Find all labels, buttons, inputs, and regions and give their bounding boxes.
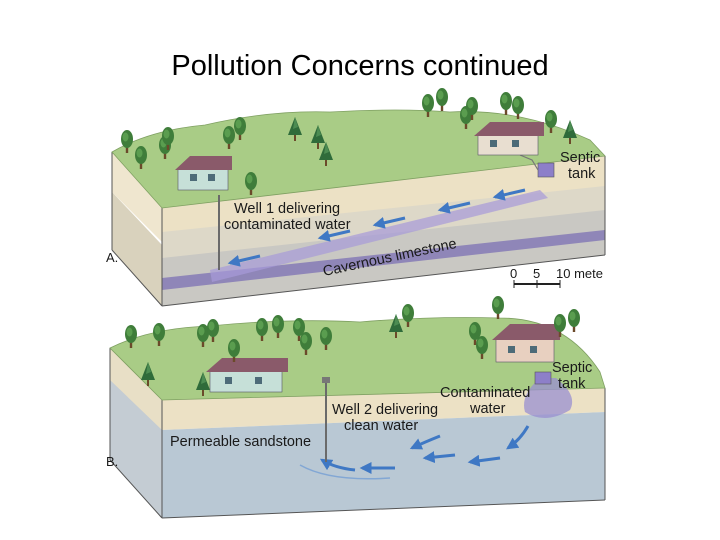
panel-b-side-soil — [110, 348, 162, 430]
panel-a-septic-label-2: tank — [568, 166, 596, 182]
panel-a-flow-arrows — [227, 188, 526, 267]
panel-a-contamination-plume — [210, 190, 548, 282]
panel-a-house-right — [474, 122, 544, 156]
scale-tick-0: 0 — [510, 266, 517, 281]
panel-a-soil-layer — [112, 152, 162, 242]
panel-b-well-label-2: clean water — [344, 418, 418, 434]
panel-a-house-left — [175, 156, 232, 191]
panel-a-septic-tank — [537, 162, 555, 178]
panel-b-house-right — [492, 324, 560, 363]
panel-a-well-label-2: contaminated water — [224, 217, 351, 233]
panel-a-well-label-1: Well 1 delivering — [234, 201, 340, 217]
scale-tick-10: 10 mete — [556, 266, 603, 281]
panel-b-clean-water-zone — [299, 464, 391, 480]
panel-b-well-label-1: Well 2 delivering — [332, 402, 438, 418]
panel-b-contamination-plume — [524, 378, 573, 419]
panel-b-contaminated-label-2: water — [469, 401, 506, 417]
panel-a-limestone-band — [162, 230, 605, 290]
panel-a: Septic tank Well 1 delivering contaminat… — [106, 88, 606, 307]
panel-b-flow-arrows — [319, 425, 530, 474]
panel-b-septic-label-2: tank — [558, 376, 586, 392]
panel-a-septic-label-1: Septic — [560, 150, 600, 166]
panel-a-side-lower — [112, 192, 162, 306]
panel-b-septic-label-1: Septic — [552, 360, 592, 376]
panel-b-house-left — [206, 358, 288, 393]
panel-b-layer-label: Permeable sandstone — [170, 434, 311, 450]
panel-b-septic-tank — [534, 371, 552, 385]
panel-b-sandstone-layer — [162, 412, 605, 518]
slide-title: Pollution Concerns continued — [171, 50, 549, 82]
panel-b-letter: B. — [106, 454, 118, 469]
panel-b-front-soil — [162, 388, 605, 430]
panel-b: Septic tank Contaminated water Well 2 de… — [106, 296, 606, 519]
panel-b-contaminated-label-1: Contaminated — [440, 385, 530, 401]
scale-tick-5: 5 — [533, 266, 540, 281]
scale-bar: 0 5 10 mete — [510, 266, 603, 288]
panel-a-letter: A. — [106, 250, 118, 265]
